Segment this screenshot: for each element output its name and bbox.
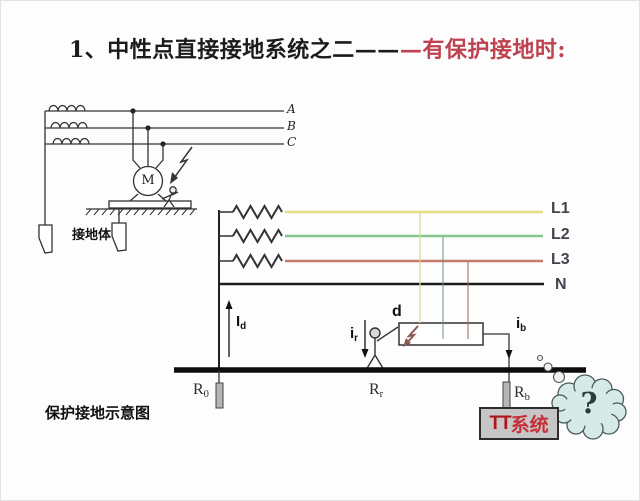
resistor-l3-icon: [232, 253, 283, 269]
coil-c-icon: [52, 137, 90, 145]
left-circuit: [38, 104, 284, 254]
earth-electrode-label: 接地体: [72, 227, 112, 242]
n-label: N: [555, 276, 567, 293]
protective-earthing-diagram: [174, 204, 627, 440]
motor-feet: [129, 193, 167, 202]
rb-resistance-label: Rb: [514, 384, 530, 403]
ib-current-label: ib: [516, 315, 527, 334]
slide-title: 1、中性点直接接地系统之二———有保护接地时:: [69, 32, 566, 64]
l3-label: L3: [551, 251, 570, 268]
motor-label: M: [141, 173, 155, 188]
resistor-l2-icon: [232, 228, 283, 244]
rb-electrode-icon: [502, 381, 511, 410]
coil-b-icon: [50, 121, 88, 129]
pe-wire-right: [483, 333, 510, 382]
id-arrowhead: [225, 300, 233, 309]
shocked-person-icon: [161, 186, 179, 208]
motor-leads: [132, 111, 164, 169]
phase-c-label: C: [287, 135, 297, 149]
phase-a-label: A: [287, 102, 296, 116]
box-fault-arrowhead: [403, 338, 411, 347]
id-current-label: Id: [236, 313, 247, 332]
thought-bubbles-icon: [536, 354, 566, 384]
tt-system-badge-text: 系统: [510, 415, 549, 436]
ground-hatch: [85, 208, 196, 216]
tt-system-badge-tt: TT: [489, 412, 511, 434]
phase-b-label: B: [287, 119, 296, 133]
coil-a-icon: [48, 104, 86, 112]
source-earth-electrode-icon: [38, 224, 53, 254]
rr-resistance-label: Rr: [369, 381, 384, 400]
fault-lightning-arrowhead: [170, 172, 178, 184]
box-fault-lightning-icon: [405, 325, 419, 345]
ib-arrowhead: [505, 350, 513, 359]
touching-person-icon: [365, 326, 399, 371]
motor-base: [108, 200, 192, 209]
r0-electrode-icon: [215, 382, 224, 409]
l2-label: L2: [551, 226, 570, 243]
ir-current-label: ir: [350, 325, 359, 344]
slide-title-highlight: —有保护接地时:: [399, 37, 566, 63]
l1-label: L1: [551, 200, 570, 217]
r0-resistance-label: R0: [193, 381, 209, 400]
resistor-l1-icon: [232, 204, 283, 220]
thought-cloud-icon: [551, 374, 627, 440]
question-mark: ?: [580, 386, 598, 420]
motor-icon: [132, 165, 164, 197]
resistor-stubs: [219, 211, 233, 262]
fault-point-label: d: [392, 303, 402, 320]
diagram-caption: 保护接地示意图: [45, 405, 151, 422]
slide-title-main: 1、中性点直接接地系统之二——: [69, 37, 400, 63]
ir-arrowhead: [361, 349, 369, 358]
earth-electrode-icon: [111, 222, 127, 252]
fault-lightning-icon: [171, 146, 193, 182]
